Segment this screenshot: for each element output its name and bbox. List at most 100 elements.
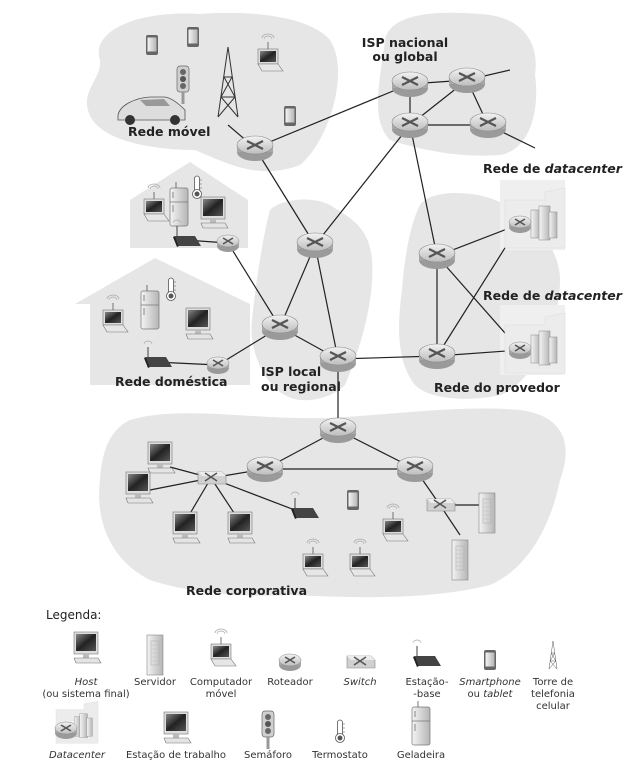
legend-item-router: Roteador [267,653,314,688]
router-icon [508,341,532,360]
legend-title: Legenda: [46,608,101,622]
legend-item-host: Host (ou sistema final) [42,631,130,700]
svg-text:Computador: Computador [190,677,253,688]
link [227,242,281,328]
label-datacenter-bottom: Rede de datacenter [483,288,623,303]
link [254,147,316,246]
desktop-icon [125,471,154,504]
desktop-icon [185,307,214,340]
link [279,244,316,328]
svg-text:móvel: móvel [206,688,237,700]
svg-text:Datacenter: Datacenter [49,750,106,761]
laptop-icon [210,628,237,667]
svg-text:-base: -base [413,689,440,700]
router-icon [295,231,335,260]
svg-text:(ou sistema final): (ou sistema final) [42,689,129,700]
svg-text:Termostato: Termostato [311,750,368,761]
enterprise-network-cloud [99,408,566,598]
desktop-icon [172,511,201,544]
smartphone-icon [187,27,199,47]
router-icon [390,111,430,140]
region-labels: Rede móvel ISP nacional ou global Rede d… [115,35,623,598]
legend-item-switch: Switch [343,655,377,688]
traffic-light-icon [261,710,275,750]
server-icon [451,539,469,581]
server-icon [478,492,496,534]
mobile-devices [117,27,296,126]
link [409,124,438,257]
link [254,83,411,149]
router-icon [318,345,358,374]
router-icon [395,455,435,484]
router-icon [468,111,508,140]
svg-text:Host: Host [75,677,99,688]
legend-item-traffic-light: Semáforo [244,710,292,761]
svg-text:Switch: Switch [343,677,376,688]
workstation-icon [163,711,192,744]
svg-text:ou tablet: ou tablet [468,689,514,700]
label-national-isp-2: ou global [372,49,437,64]
link [314,124,411,246]
switch-icon [346,655,376,669]
thermostat-icon [335,719,346,743]
router-icon [206,356,230,375]
home-network-bottom [75,258,250,385]
legend-item-fridge: Geladeira [397,700,445,761]
legend-item-smartphone: Smartphone ou tablet [459,650,521,700]
router-icon [278,653,302,672]
server-icon [146,634,164,676]
label-provider-network: Rede do provedor [434,380,561,395]
legend-item-base-station: Estação- -base [405,639,449,700]
legend-item-datacenter: Datacenter [49,700,106,761]
svg-text:celular: celular [536,701,571,712]
label-national-isp-1: ISP nacional [362,35,448,50]
link [314,244,339,360]
router-icon [216,234,240,253]
router-icon [235,134,275,163]
svg-text:Smartphone: Smartphone [459,677,521,688]
cell-tower-icon [548,640,558,670]
desktop-icon [200,196,229,229]
label-mobile-network: Rede móvel [128,124,210,139]
router-icon [447,66,487,95]
fridge-icon [169,181,189,227]
smartphone-icon [484,650,496,670]
legend-item-cell-tower: Torre de telefonia celular [531,640,575,712]
svg-text:Semáforo: Semáforo [244,749,292,761]
label-home-network: Rede doméstica [115,374,227,389]
router-icon [417,342,457,371]
legend: Legenda: Host (ou sistema final) Servido… [42,608,575,761]
smartphone-icon [347,490,359,510]
base-station-icon [412,639,442,668]
label-enterprise-network: Rede corporativa [186,583,307,598]
switch-icon [197,471,227,485]
label-local-isp-1: ISP local [261,364,321,379]
car-icon [117,96,186,125]
router-icon [318,416,358,445]
svg-text:Estação-: Estação- [405,677,449,688]
label-datacenter-top: Rede de datacenter [483,161,623,176]
svg-text:telefonia: telefonia [531,689,575,700]
label-local-isp-2: ou regional [261,379,341,394]
svg-text:Estação de trabalho: Estação de trabalho [126,750,226,761]
router-icon [508,215,532,234]
legend-item-mobile-computer: Computador móvel [190,628,253,700]
svg-text:Torre de: Torre de [532,677,573,688]
fridge-icon [411,700,431,746]
router-icon [260,313,300,342]
router-icon [417,242,457,271]
svg-text:Servidor: Servidor [134,677,177,688]
svg-text:Geladeira: Geladeira [397,750,445,761]
legend-item-workstation: Estação de trabalho [126,711,226,761]
router-icon [390,70,430,99]
switch-icon [426,498,456,512]
router-icon [245,455,285,484]
svg-text:Roteador: Roteador [267,677,313,688]
desktop-icon [227,511,256,544]
fridge-icon [140,284,160,330]
host-icon [73,631,102,664]
smartphone-icon [146,35,158,55]
desktop-icon [147,441,176,474]
smartphone-icon [284,106,296,126]
